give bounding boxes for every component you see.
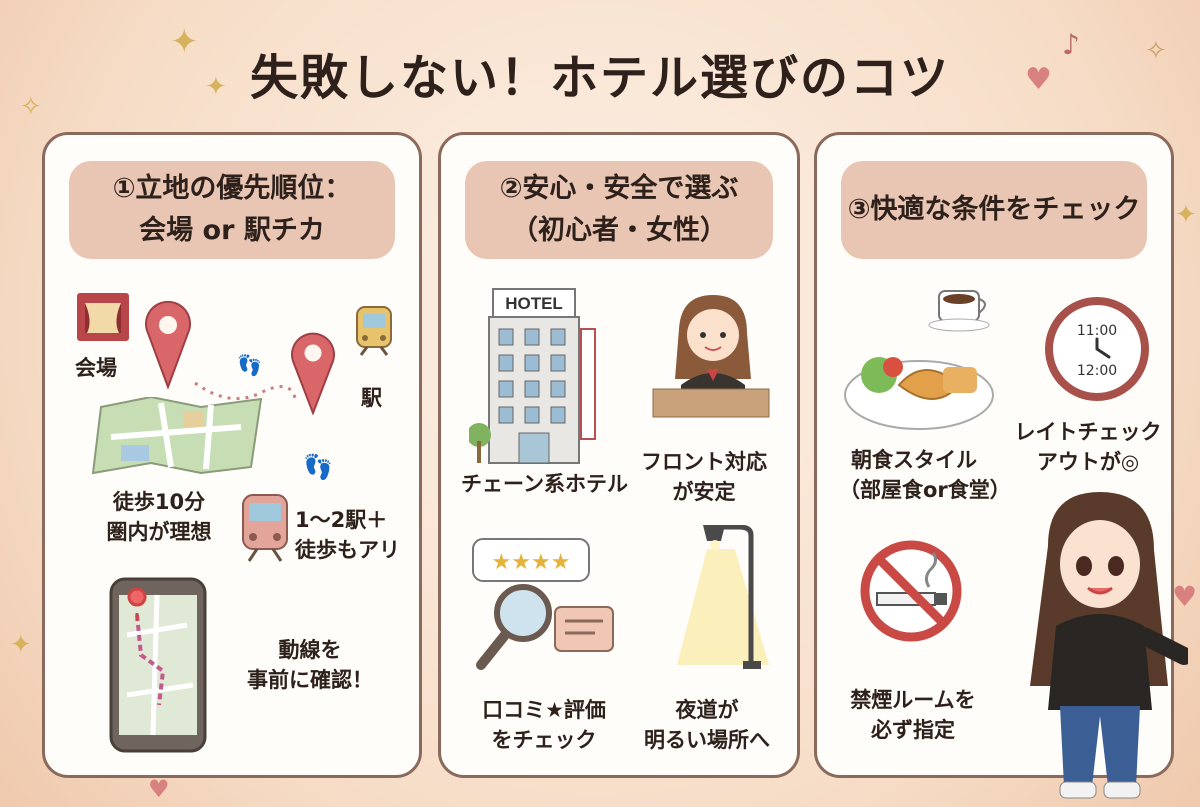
text-line: 口コミ★評価 <box>482 698 606 722</box>
location-priority-panel: ①立地の優先順位： 会場 or 駅チカ 会場 駅 👣 👣 徒歩10分 <box>42 132 422 778</box>
panel-header-line: ③快適な条件をチェック <box>847 194 1141 225</box>
text-line: （部屋食or食堂） <box>839 478 1011 502</box>
text-line: 動線を <box>278 638 342 662</box>
text-line: アウトが◎ <box>1036 450 1140 474</box>
breakfast-plate-icon <box>844 290 994 430</box>
chain-hotel-label: チェーン系ホテル <box>461 472 628 496</box>
route-check-text: 動線を 事前に確認！ <box>225 635 395 695</box>
train-icon <box>356 306 392 356</box>
text-line: 必ず指定 <box>871 718 955 742</box>
street-lamp-icon <box>677 525 769 669</box>
sparkle-icon: ✧ <box>20 92 42 122</box>
no-smoking-text: 禁煙ルームを 必ず指定 <box>843 685 983 745</box>
bright-road-text: 夜道が 明るい場所へ <box>637 695 777 755</box>
sparkle-icon: ✦ <box>205 72 227 102</box>
review-magnifier-icon: ★★★★ <box>472 538 614 670</box>
sparkle-icon: ✧ <box>1145 36 1167 66</box>
text-line: 禁煙ルームを <box>850 688 976 712</box>
review-check-text: 口コミ★評価 をチェック <box>469 695 619 755</box>
late-checkout-text: レイトチェック アウトが◎ <box>1013 417 1163 477</box>
panel-header: ②安心・安全で選ぶ （初心者・女性） <box>465 161 773 259</box>
guide-character-illustration <box>1030 492 1188 799</box>
panel-header: ①立地の優先順位： 会場 or 駅チカ <box>69 161 395 259</box>
sparkle-icon: ✦ <box>170 22 199 62</box>
footprints-icon: 👣 <box>303 453 333 481</box>
panel-header-line: 会場 or 駅チカ <box>139 215 325 246</box>
walk-distance-text: 徒歩10分 圏内が理想 <box>91 487 227 547</box>
breakfast-style-text: 朝食スタイル （部屋食or食堂） <box>839 445 1011 505</box>
theater-stage-icon <box>77 293 129 341</box>
location-pin-icon <box>145 300 191 389</box>
music-note-icon: ♪ <box>1062 28 1080 61</box>
text-line: をチェック <box>491 728 597 752</box>
panel-header: ③快適な条件をチェック <box>841 161 1147 259</box>
panel-header-line: ①立地の優先順位： <box>112 173 352 204</box>
no-smoking-icon <box>860 540 962 642</box>
text-line: が安定 <box>672 480 736 504</box>
heart-icon: ♥ <box>148 775 170 803</box>
text-line: 夜道が <box>675 698 739 722</box>
text-line: 明るい場所へ <box>644 728 770 752</box>
text-line: レイトチェック <box>1014 420 1162 444</box>
hotel-sign-text: HOTEL <box>505 294 563 313</box>
clock-icon: 11:00 12:00 <box>1045 297 1149 401</box>
text-line: 徒歩もアリ <box>295 538 400 562</box>
front-desk-staff-icon <box>652 295 770 418</box>
page-title: 失敗しない！ホテル選びのコツ <box>249 50 950 106</box>
text-line: フロント対応 <box>641 450 767 474</box>
smartphone-map-icon <box>109 577 207 753</box>
hotel-building-icon: HOTEL <box>469 288 596 464</box>
text-line: 朝食スタイル <box>851 448 977 472</box>
heart-icon: ♥ <box>1025 62 1052 97</box>
map-icon <box>91 397 263 475</box>
text-line: 1〜2駅＋ <box>295 508 388 532</box>
dotted-route-line <box>194 381 297 401</box>
footprints-icon: 👣 <box>237 353 262 377</box>
text-line: 事前に確認！ <box>247 668 373 692</box>
location-pin-icon <box>291 332 335 415</box>
sparkle-icon: ✦ <box>10 630 32 660</box>
heart-icon: ♥ <box>1172 580 1198 613</box>
clock-time-top: 11:00 <box>1077 323 1117 339</box>
text-line: 徒歩10分 <box>112 490 206 514</box>
nearby-stations-text: 1〜2駅＋ 徒歩もアリ <box>295 505 400 565</box>
safety-panel: ②安心・安全で選ぶ （初心者・女性） HOTEL チェーン系ホテル フロント対応… <box>438 132 800 778</box>
panel-header-line: ②安心・安全で選ぶ <box>499 173 739 204</box>
train-icon <box>242 494 288 562</box>
text-line: 圏内が理想 <box>106 520 212 544</box>
svg-text:★★★★: ★★★★ <box>492 550 571 575</box>
station-label: 駅 <box>361 386 382 410</box>
sparkle-icon: ✦ <box>1175 200 1197 230</box>
front-desk-text: フロント対応 が安定 <box>639 447 769 507</box>
panel-header-line: （初心者・女性） <box>511 215 727 246</box>
venue-label: 会場 <box>75 356 117 380</box>
clock-time-bottom: 12:00 <box>1077 363 1117 379</box>
